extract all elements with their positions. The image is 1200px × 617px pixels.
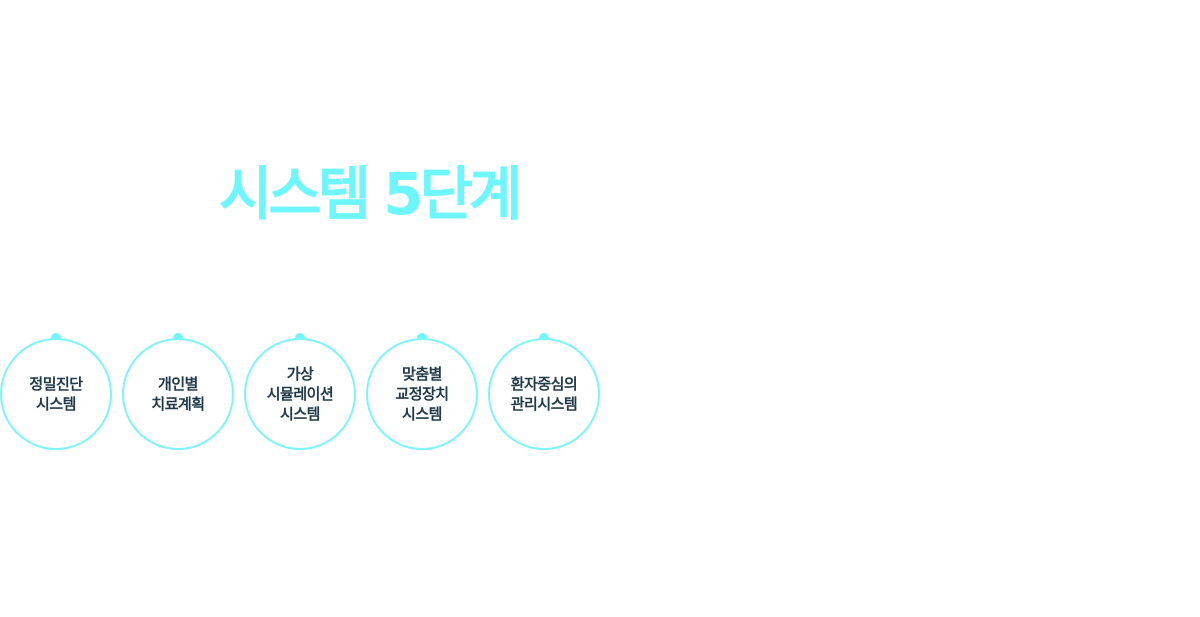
step-label-line: 시스템 xyxy=(402,405,442,423)
step-label-line: 치료계획 xyxy=(151,395,205,413)
step-label-line: 관리시스템 xyxy=(510,395,578,413)
step-label-line: 교정장치 xyxy=(395,385,449,403)
step-2: 개인별 치료계획 xyxy=(122,333,234,451)
step-circle: 개인별 치료계획 xyxy=(122,338,234,450)
step-label-line: 맞춤별 xyxy=(402,365,442,383)
step-label: 맞춤별 교정장치 시스템 xyxy=(395,364,449,424)
step-4: 맞춤별 교정장치 시스템 xyxy=(366,333,478,451)
step-3: 가상 시뮬레이션 시스템 xyxy=(244,333,356,451)
step-circle: 맞춤별 교정장치 시스템 xyxy=(366,338,478,450)
step-label: 개인별 치료계획 xyxy=(151,374,205,414)
step-label-line: 정밀진단 xyxy=(29,375,83,393)
step-1: 정밀진단 시스템 xyxy=(0,333,112,451)
step-circle: 가상 시뮬레이션 시스템 xyxy=(244,338,356,450)
page-title: 시스템 5단계 xyxy=(219,160,522,228)
step-label-line: 개인별 xyxy=(158,375,198,393)
step-label-line: 환자중심의 xyxy=(510,375,578,393)
step-label: 정밀진단 시스템 xyxy=(29,374,83,414)
step-label-line: 시스템 xyxy=(36,395,76,413)
step-label: 환자중심의 관리시스템 xyxy=(511,374,578,414)
steps-row: 정밀진단 시스템 개인별 치료계획 가상 시뮬레이션 시스템 맞춤별 xyxy=(0,333,610,453)
step-circle: 정밀진단 시스템 xyxy=(0,338,112,450)
step-label-line: 시뮬레이션 xyxy=(266,385,334,403)
step-label: 가상 시뮬레이션 시스템 xyxy=(267,364,334,424)
step-label-line: 시스템 xyxy=(280,405,320,423)
step-label-line: 가상 xyxy=(286,365,314,383)
step-circle: 환자중심의 관리시스템 xyxy=(488,338,600,450)
step-5: 환자중심의 관리시스템 xyxy=(488,333,600,451)
